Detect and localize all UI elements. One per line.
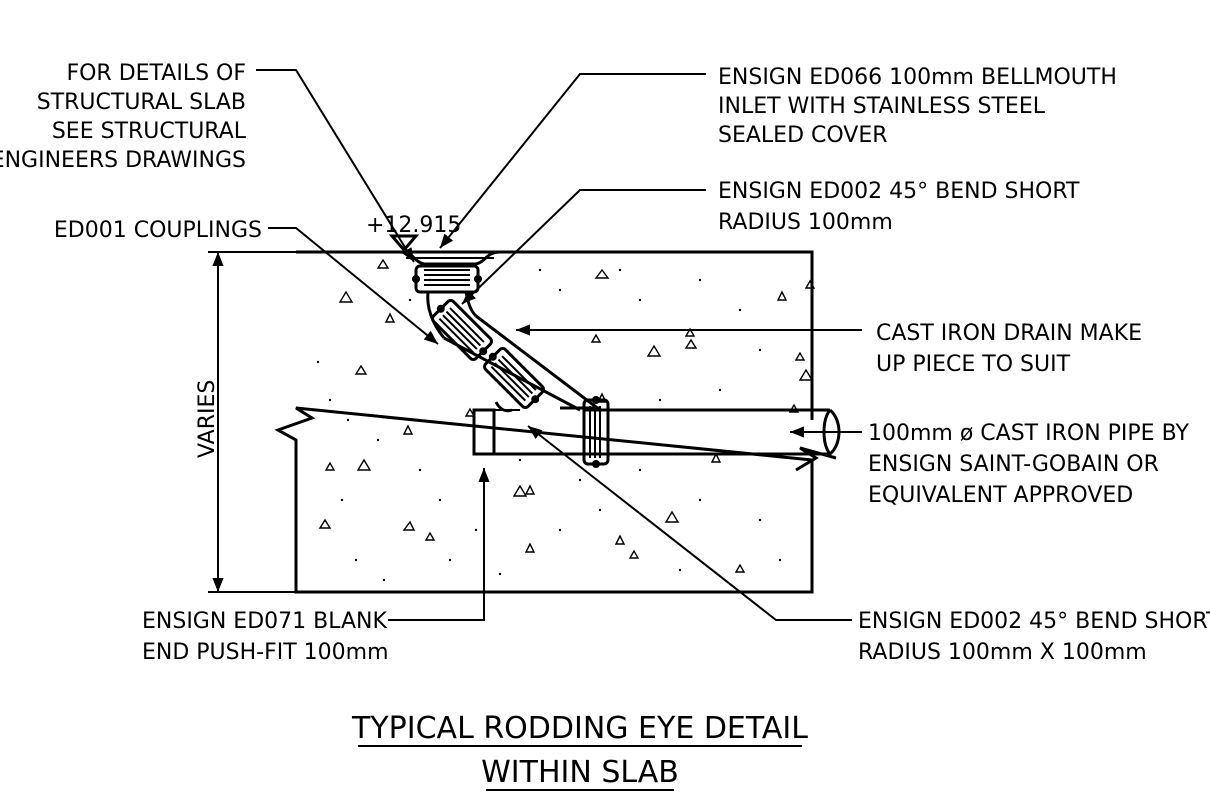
svg-text:EQUIVALENT APPROVED: EQUIVALENT APPROVED <box>868 483 1133 508</box>
svg-text:UP PIECE TO SUIT: UP PIECE TO SUIT <box>876 352 1071 377</box>
varies-dimension: VARIES <box>195 251 296 593</box>
concrete-aggregate <box>318 258 816 573</box>
level-value: +12.915 <box>366 213 461 238</box>
svg-text:ENSIGN ED002 45° BEND SHORT: ENSIGN ED002 45° BEND SHORT <box>858 609 1210 634</box>
varies-label: VARIES <box>195 380 220 458</box>
svg-text:CAST IRON DRAIN MAKE: CAST IRON DRAIN MAKE <box>876 321 1142 346</box>
level-marker: +12.915 <box>366 213 461 254</box>
horizontal-pipe <box>476 408 830 456</box>
pipework <box>399 250 841 468</box>
label-blank-end: ENSIGN ED071 BLANK END PUSH-FIT 100mm <box>142 609 389 665</box>
label-drain-piece: CAST IRON DRAIN MAKE UP PIECE TO SUIT <box>876 321 1142 377</box>
svg-text:STRUCTURAL SLAB: STRUCTURAL SLAB <box>37 90 246 115</box>
svg-text:END PUSH-FIT 100mm: END PUSH-FIT 100mm <box>142 640 389 665</box>
diagonal-coupling-1 <box>431 299 493 361</box>
svg-text:ENSIGN SAINT-GOBAIN OR: ENSIGN SAINT-GOBAIN OR <box>868 452 1159 477</box>
label-bend-bottom: ENSIGN ED002 45° BEND SHORT RADIUS 100mm… <box>858 609 1210 665</box>
drawing-title: TYPICAL RODDING EYE DETAIL WITHIN SLAB <box>351 711 808 791</box>
svg-text:100mm ø CAST IRON PIPE BY: 100mm ø CAST IRON PIPE BY <box>868 421 1189 446</box>
svg-text:ENSIGN ED002 45° BEND SHORT: ENSIGN ED002 45° BEND SHORT <box>718 179 1080 204</box>
title-line-1: TYPICAL RODDING EYE DETAIL <box>351 711 808 746</box>
label-bellmouth: ENSIGN ED066 100mm BELLMOUTH INLET WITH … <box>718 65 1117 148</box>
svg-text:ENSIGN ED066 100mm BELLMOUTH: ENSIGN ED066 100mm BELLMOUTH <box>718 65 1117 90</box>
diagonal-coupling-2 <box>483 347 545 409</box>
svg-text:RADIUS 100mm: RADIUS 100mm <box>718 210 893 235</box>
title-line-2: WITHIN SLAB <box>481 755 679 790</box>
label-pipe: 100mm ø CAST IRON PIPE BY ENSIGN SAINT-G… <box>868 421 1189 508</box>
concrete-slab <box>274 250 837 594</box>
svg-text:FOR DETAILS OF: FOR DETAILS OF <box>66 61 246 86</box>
svg-text:RADIUS 100mm X 100mm: RADIUS 100mm X 100mm <box>858 640 1147 665</box>
concrete-dots <box>316 268 782 582</box>
svg-text:SEALED COVER: SEALED COVER <box>718 123 888 148</box>
label-structural-slab: FOR DETAILS OF STRUCTURAL SLAB SEE STRUC… <box>0 61 247 173</box>
svg-text:ENGINEERS DRAWINGS: ENGINEERS DRAWINGS <box>0 148 246 173</box>
svg-text:ENSIGN ED071 BLANK: ENSIGN ED071 BLANK <box>142 609 387 634</box>
label-couplings: ED001 COUPLINGS <box>54 218 262 243</box>
svg-text:INLET WITH STAINLESS STEEL: INLET WITH STAINLESS STEEL <box>718 94 1046 119</box>
svg-text:SEE STRUCTURAL: SEE STRUCTURAL <box>52 119 247 144</box>
leader-lines <box>256 69 862 621</box>
label-bend-top: ENSIGN ED002 45° BEND SHORT RADIUS 100mm <box>718 179 1080 235</box>
blank-end-cap <box>472 408 496 456</box>
